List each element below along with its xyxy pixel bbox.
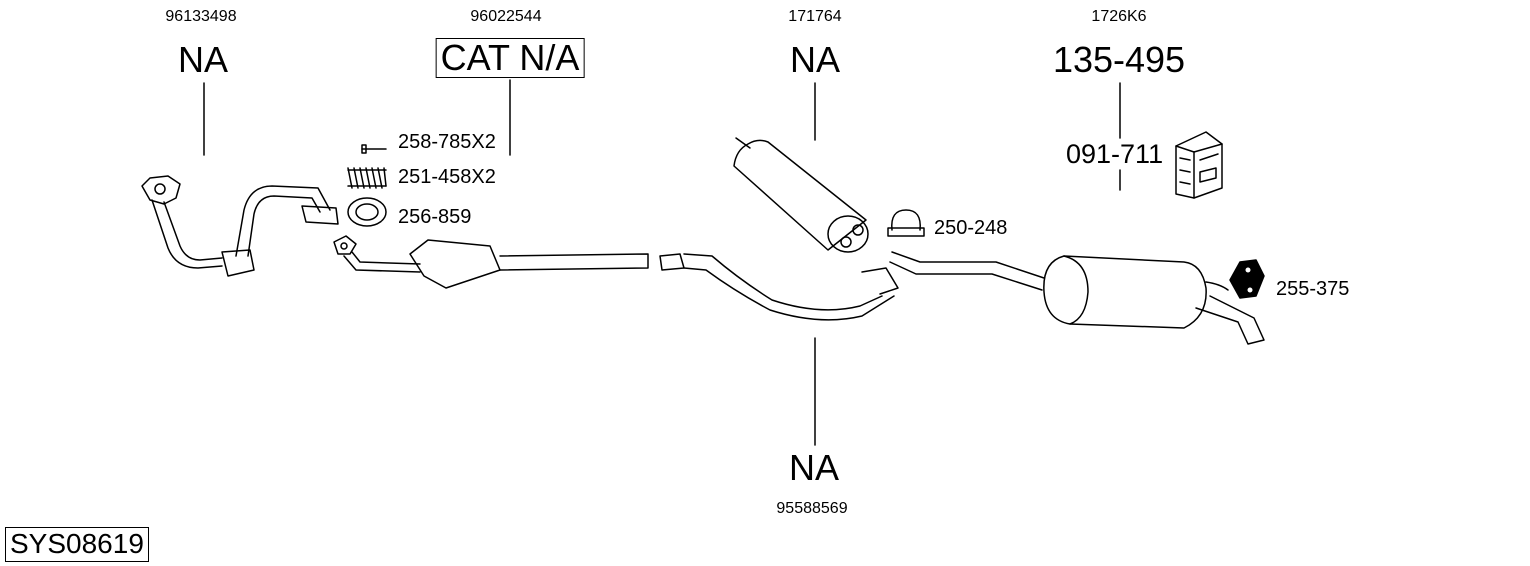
part-label-bolt[interactable]: 258-785X2: [398, 131, 496, 153]
oe-number-intermediate-pipe: 95588569: [776, 500, 848, 517]
oe-number-front-pipe: 96133498: [165, 8, 237, 25]
gasket: [347, 197, 387, 227]
rear-silencer: [889, 251, 1265, 345]
system-code: SYS08619: [5, 527, 149, 562]
oe-number-catalyst: 96022544: [470, 8, 542, 25]
mounting-kit-box: [1175, 131, 1223, 199]
section-label-catalyst[interactable]: CAT N/A: [435, 38, 585, 78]
part-label-gasket[interactable]: 256-859: [398, 206, 472, 228]
section-label-rear-silencer[interactable]: 135-495: [1052, 39, 1186, 80]
front-pipe: [141, 175, 339, 277]
intermediate-pipe: [659, 253, 899, 321]
bolt: [361, 144, 387, 154]
rubber-mount: [1229, 259, 1265, 299]
section-label-intermediate-pipe[interactable]: NA: [788, 447, 840, 488]
part-label-mounting-kit[interactable]: 091-711: [1066, 139, 1164, 169]
section-label-middle-silencer[interactable]: NA: [789, 39, 841, 80]
section-label-front-pipe[interactable]: NA: [177, 39, 229, 80]
part-label-spring[interactable]: 251-458X2: [398, 166, 496, 188]
spring: [347, 167, 387, 189]
part-label-clamp[interactable]: 250-248: [934, 217, 1008, 239]
middle-silencer: [733, 137, 869, 253]
clamp: [887, 209, 925, 237]
oe-number-rear-silencer: 1726K6: [1091, 8, 1147, 25]
oe-number-middle-silencer: 171764: [788, 8, 842, 25]
part-label-rubber-mount[interactable]: 255-375: [1276, 278, 1350, 300]
catalyst: [333, 235, 649, 289]
